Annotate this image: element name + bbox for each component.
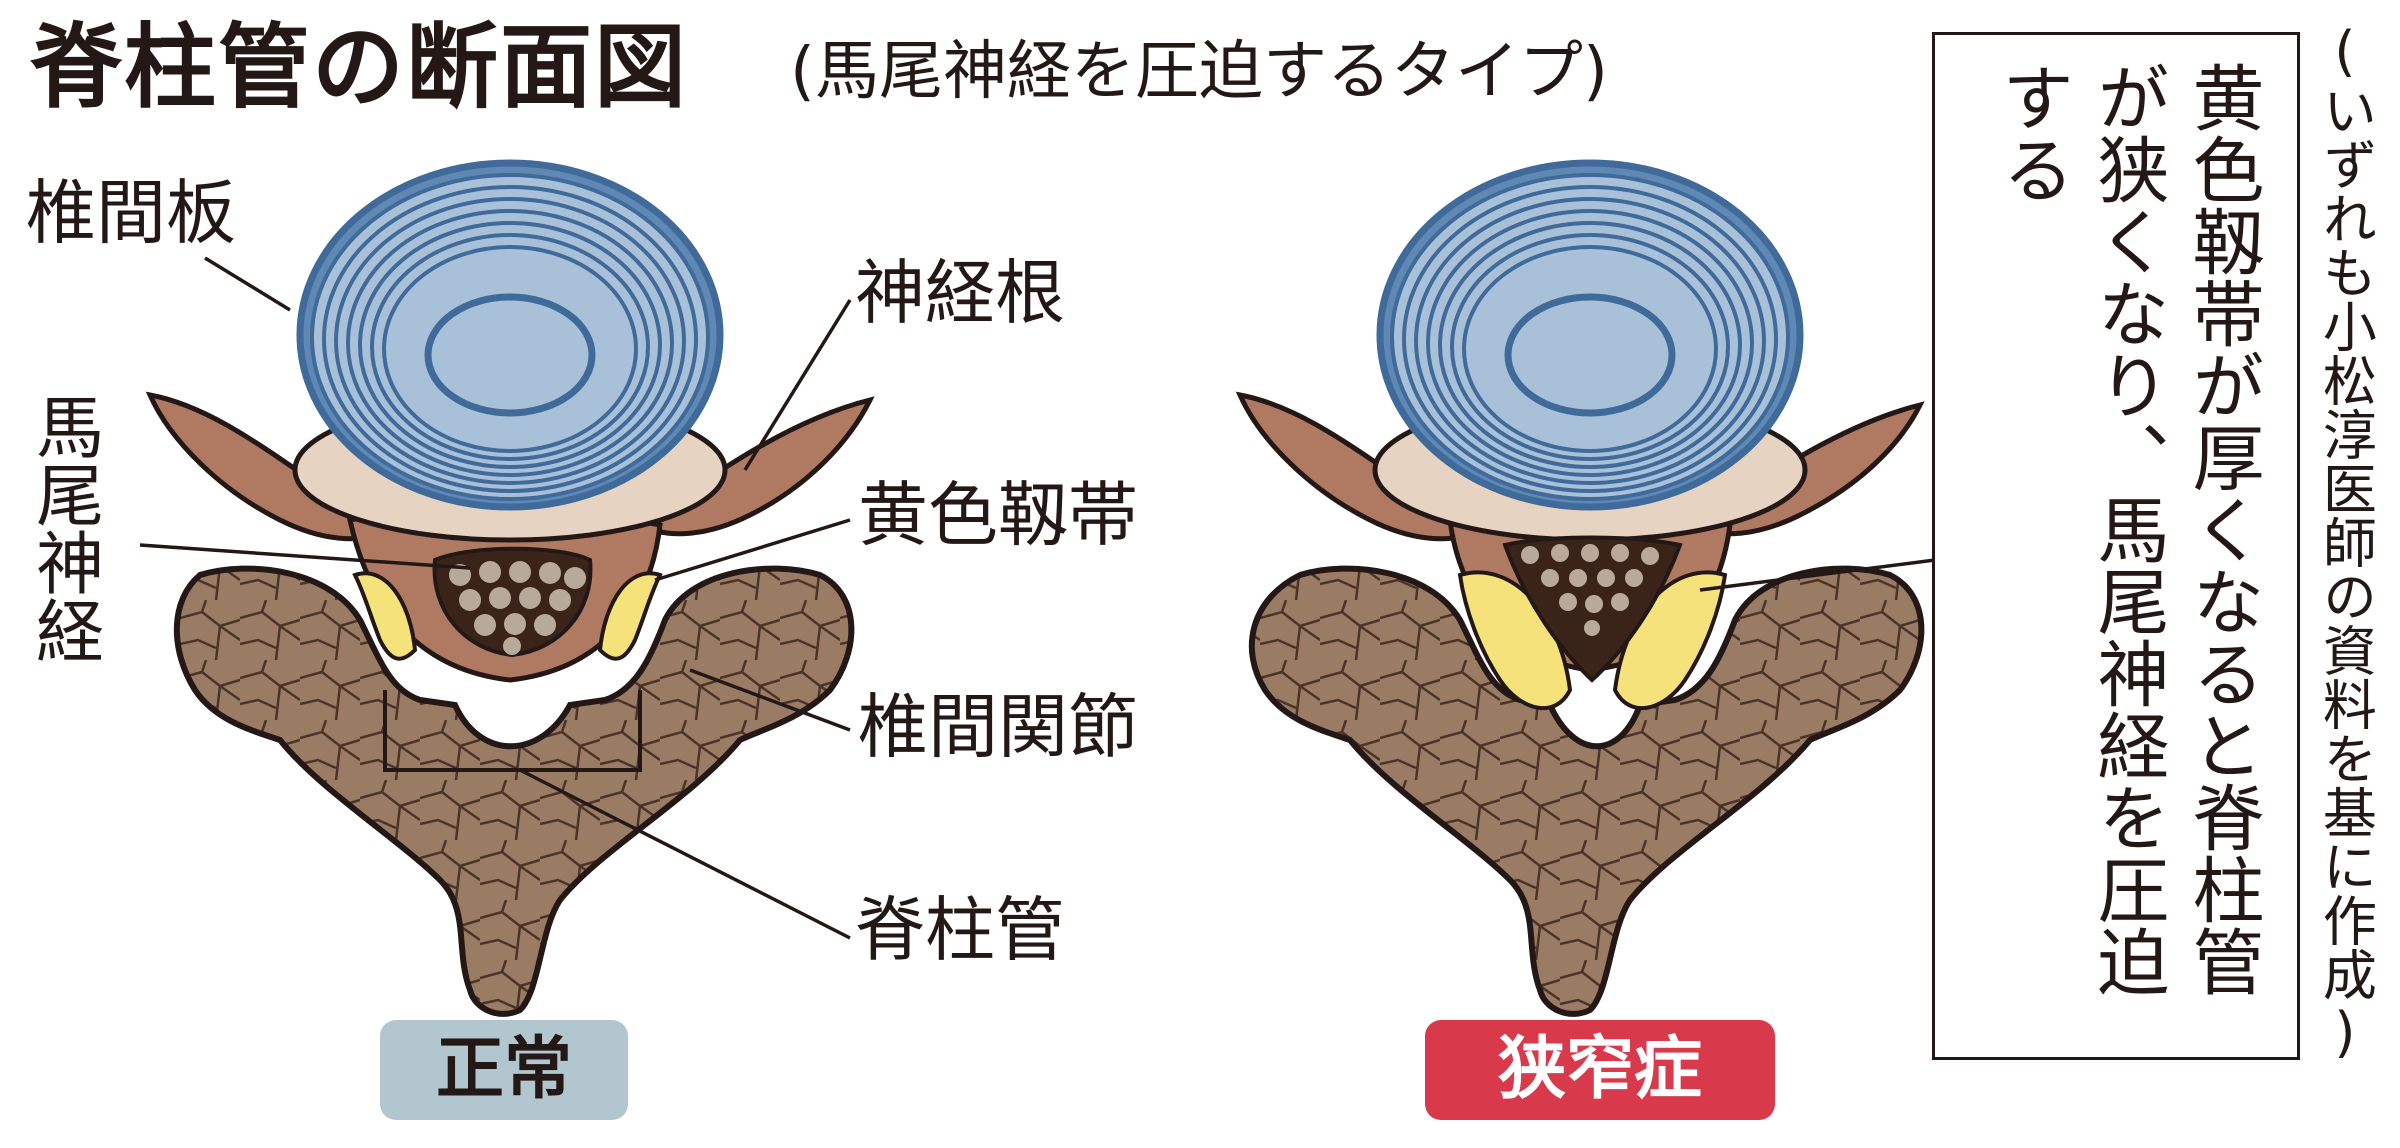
- nerve-fiber: [1584, 620, 1600, 636]
- intervertebral-disc: [296, 159, 724, 511]
- label-nerve-root: 神経根: [855, 252, 1065, 334]
- nerve-fiber: [1641, 547, 1659, 565]
- leader-disc: [204, 256, 291, 312]
- label-facet-joint: 椎間関節: [858, 686, 1138, 768]
- source-credit: (いずれも小松淳医師の資料を基に作成): [2313, 20, 2377, 1064]
- nerve-fiber: [474, 614, 496, 636]
- nerve-fiber: [1597, 569, 1615, 587]
- nerve-fiber: [1559, 593, 1577, 611]
- nerve-fiber: [1625, 569, 1643, 587]
- nerve-fiber: [504, 613, 526, 635]
- nerve-fiber: [1569, 569, 1587, 587]
- vertebral-arch: [173, 565, 855, 1017]
- normal-vertebra: [145, 159, 875, 1017]
- stenosis-vertebra: [1235, 159, 1925, 1017]
- ligamentum-flavum-right: [597, 571, 663, 661]
- leader-facet: [689, 668, 851, 732]
- label-disc: 椎間板: [26, 172, 236, 254]
- nucleus-pulposus: [424, 293, 596, 417]
- leader-lines: [139, 256, 1936, 940]
- ligamentum-flavum-right-sten: [1612, 570, 1728, 710]
- badge-stenosis: 狭窄症: [1425, 1020, 1775, 1120]
- nerve-fiber: [549, 589, 571, 611]
- nerve-fiber: [564, 567, 586, 589]
- nerve-fiber: [489, 587, 511, 609]
- nerve-fiber: [1581, 544, 1599, 562]
- title-sub: (馬尾神経を圧迫するタイプ): [790, 35, 1608, 109]
- leader-callout: [1699, 558, 1936, 592]
- nerve-fiber: [1585, 595, 1603, 613]
- nerve-fiber: [1611, 593, 1629, 611]
- leader-canal: [519, 768, 851, 940]
- leader-cauda: [139, 543, 471, 570]
- nucleus-pulposus: [1504, 293, 1676, 417]
- nerve-fiber: [534, 614, 556, 636]
- nerve-fibers-sten: [1521, 544, 1659, 636]
- nerve-fiber: [1541, 569, 1559, 587]
- nerve-fiber: [1551, 544, 1569, 562]
- label-spinal-canal: 脊柱管: [855, 889, 1065, 971]
- callout-box: 黄色靱帯が厚くなると脊柱管が狭くなり、馬尾神経を圧迫する: [1932, 32, 2300, 1060]
- canal-bracket: [383, 690, 642, 772]
- nerve-fiber: [449, 564, 471, 586]
- nerve-fiber: [1521, 546, 1539, 564]
- nerve-fiber: [479, 561, 501, 583]
- nerve-fibers: [449, 561, 586, 655]
- ligamentum-flavum-left: [352, 571, 418, 661]
- intervertebral-disc-sten: [1376, 159, 1804, 511]
- label-ligamentum-flavum: 黄色靱帯: [858, 474, 1138, 556]
- nerve-fiber: [519, 587, 541, 609]
- label-cauda-equina: 馬尾神経: [23, 392, 103, 664]
- nerve-fiber: [459, 589, 481, 611]
- callout-text: 黄色靱帯が厚くなると脊柱管が狭くなり、馬尾神経を圧迫する: [1989, 61, 2264, 997]
- title-main: 脊柱管の断面図: [30, 14, 689, 121]
- leader-lig: [654, 518, 851, 582]
- badge-normal: 正常: [380, 1020, 628, 1120]
- leader-root: [743, 299, 852, 471]
- nerve-fiber: [503, 637, 521, 655]
- nerve-fiber: [539, 562, 561, 584]
- nerve-fiber: [1611, 544, 1629, 562]
- vertebral-arch-sten: [1248, 565, 1925, 1017]
- ligamentum-flavum-left-sten: [1457, 570, 1573, 710]
- nerve-fiber: [509, 561, 531, 583]
